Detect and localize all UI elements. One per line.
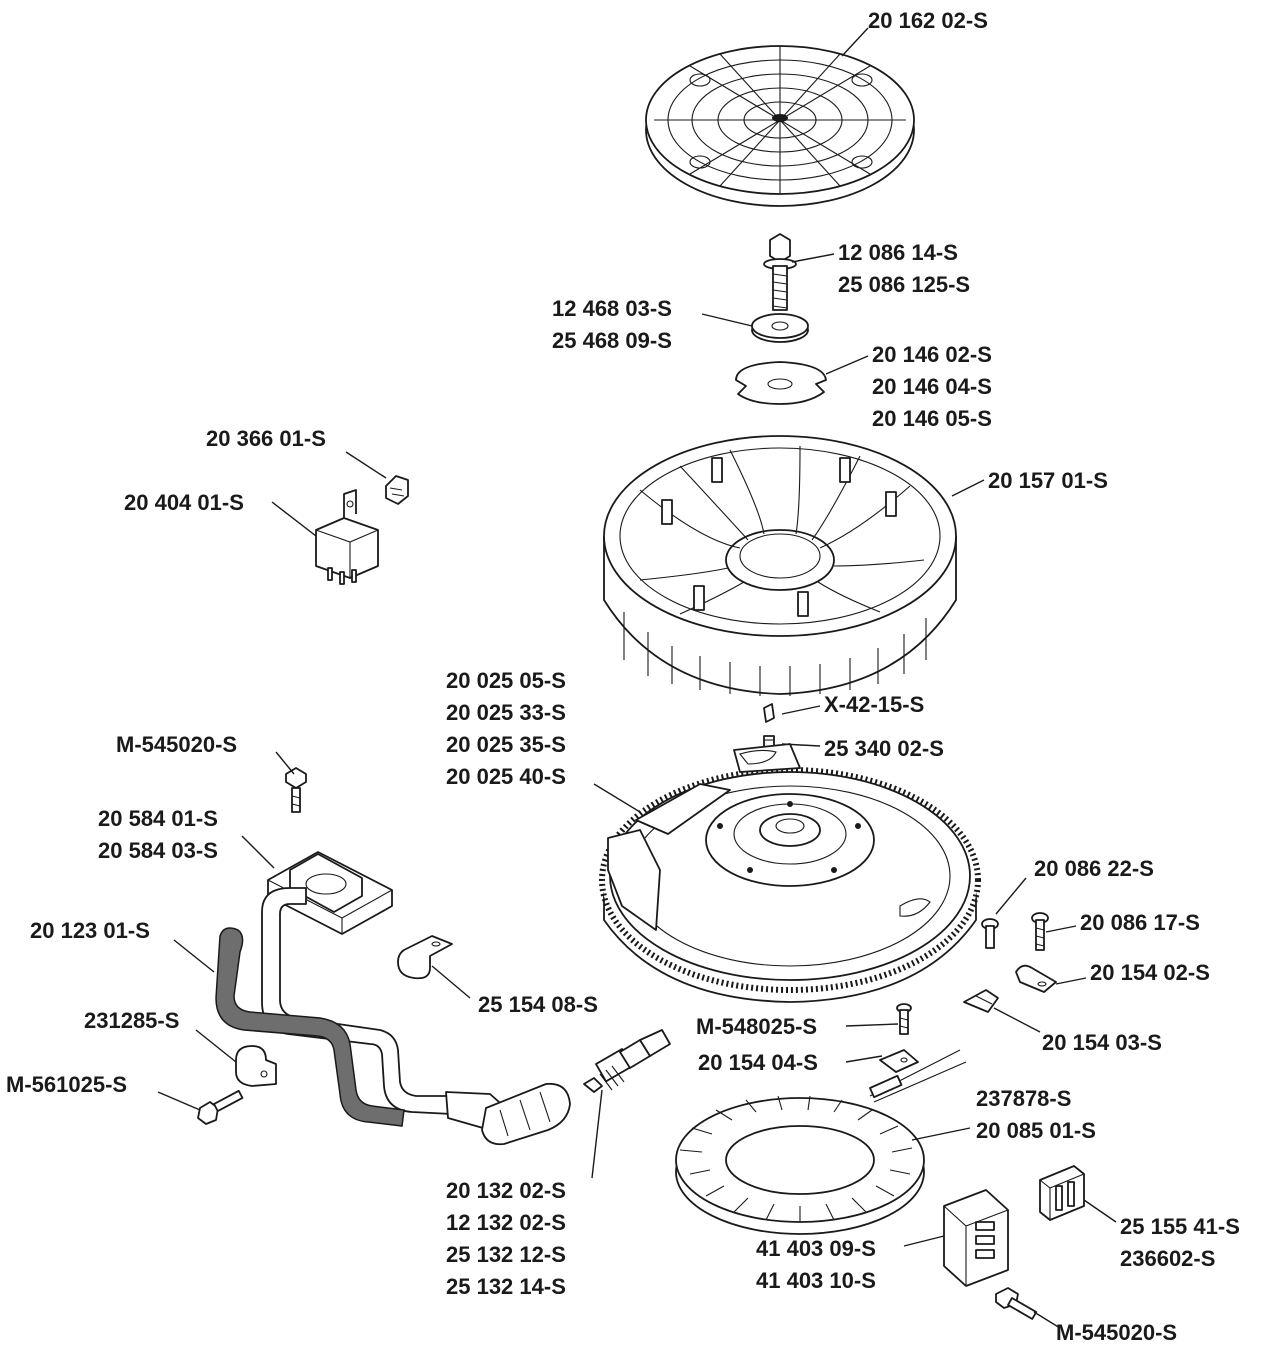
- clamp-20-154-02-part: [1015, 964, 1057, 993]
- label-fan: 20 157 01-S: [988, 468, 1108, 493]
- screw-m-545020-regulator-part: [995, 1287, 1038, 1320]
- regulator-part: [943, 1189, 1009, 1287]
- rectifier-part: [1039, 1165, 1085, 1221]
- clamp-25-154-08-part: [397, 935, 453, 980]
- label-screw-548: M-548025-S: [696, 1014, 817, 1039]
- alternator-stator-part: [675, 1049, 967, 1235]
- fan-retainer-part: [735, 361, 827, 405]
- label-relay: 20 404 01-S: [124, 490, 244, 515]
- label-stator-b: 20 085 01-S: [976, 1118, 1096, 1143]
- screw-20-086-17-part: [1031, 912, 1049, 951]
- screw-m-548025-part: [896, 1003, 912, 1035]
- flywheel-bolt-part: [763, 233, 797, 311]
- label-clip-231285: 231285-S: [84, 1008, 179, 1033]
- label-plug-c: 25 132 12-S: [446, 1242, 566, 1267]
- label-fan-screen: 20 162 02-S: [868, 8, 988, 33]
- cooling-fan-part: [603, 435, 957, 696]
- label-clamp-04: 20 154 04-S: [698, 1050, 818, 1075]
- label-bolt-a: 12 086 14-S: [838, 240, 958, 265]
- label-stator-a: 237878-S: [976, 1086, 1071, 1111]
- part-number-labels: 20 162 02-S 12 086 14-S 25 086 125-S 12 …: [6, 8, 1240, 1345]
- label-rectifier-b: 236602-S: [1120, 1246, 1215, 1271]
- leader-lines: [157, 27, 1117, 1329]
- label-clamp-08: 25 154 08-S: [478, 992, 598, 1017]
- screw-20-086-22-part: [981, 918, 999, 949]
- label-flywheel-d: 20 025 40-S: [446, 764, 566, 789]
- label-retainer-a: 20 146 02-S: [872, 342, 992, 367]
- label-plug-d: 25 132 14-S: [446, 1274, 566, 1299]
- label-washer-a: 12 468 03-S: [552, 296, 672, 321]
- label-washer-b: 25 468 09-S: [552, 328, 672, 353]
- clamp-20-154-04-part: [879, 1049, 919, 1073]
- label-retainer-c: 20 146 05-S: [872, 406, 992, 431]
- label-retainer-b: 20 146 04-S: [872, 374, 992, 399]
- label-flywheel-c: 20 025 35-S: [446, 732, 566, 757]
- spark-plug-part: [583, 1029, 671, 1093]
- clip-231285-part: [235, 1045, 277, 1087]
- label-key-a: X-42-15-S: [824, 692, 924, 717]
- label-screw-22: 20 086 22-S: [1034, 856, 1154, 881]
- fan-screen-part: [645, 45, 915, 207]
- flywheel-key-part: [763, 703, 775, 753]
- label-connector: 20 366 01-S: [206, 426, 326, 451]
- connector-part: [385, 475, 409, 505]
- label-regulator-a: 41 403 09-S: [756, 1236, 876, 1261]
- label-flywheel-a: 20 025 05-S: [446, 668, 566, 693]
- label-flywheel-b: 20 025 33-S: [446, 700, 566, 725]
- label-plug-b: 12 132 02-S: [446, 1210, 566, 1235]
- label-ground-wire: 20 123 01-S: [30, 918, 150, 943]
- label-screw-17: 20 086 17-S: [1080, 910, 1200, 935]
- label-rectifier-a: 25 155 41-S: [1120, 1214, 1240, 1239]
- label-screw-561: M-561025-S: [6, 1072, 127, 1097]
- relay-part: [315, 489, 379, 585]
- label-screw-reg: M-545020-S: [1056, 1320, 1177, 1345]
- ignition-coil-part: [261, 851, 571, 1146]
- label-screw-coil: M-545020-S: [116, 732, 237, 757]
- label-bolt-b: 25 086 125-S: [838, 272, 970, 297]
- label-regulator-b: 41 403 10-S: [756, 1268, 876, 1293]
- washer-part: [751, 313, 809, 343]
- label-plug-a: 20 132 02-S: [446, 1178, 566, 1203]
- label-key-b: 25 340 02-S: [824, 736, 944, 761]
- screw-m-545020-coil-part: [285, 767, 307, 813]
- screw-m-561025-part: [197, 1089, 244, 1125]
- label-coil-b: 20 584 03-S: [98, 838, 218, 863]
- label-clamp-03: 20 154 03-S: [1042, 1030, 1162, 1055]
- ground-wire-part: [215, 927, 405, 1127]
- label-clamp-02: 20 154 02-S: [1090, 960, 1210, 985]
- clamp-20-154-03-part: [963, 989, 999, 1013]
- flywheel-part: [599, 743, 981, 1003]
- label-coil-a: 20 584 01-S: [98, 806, 218, 831]
